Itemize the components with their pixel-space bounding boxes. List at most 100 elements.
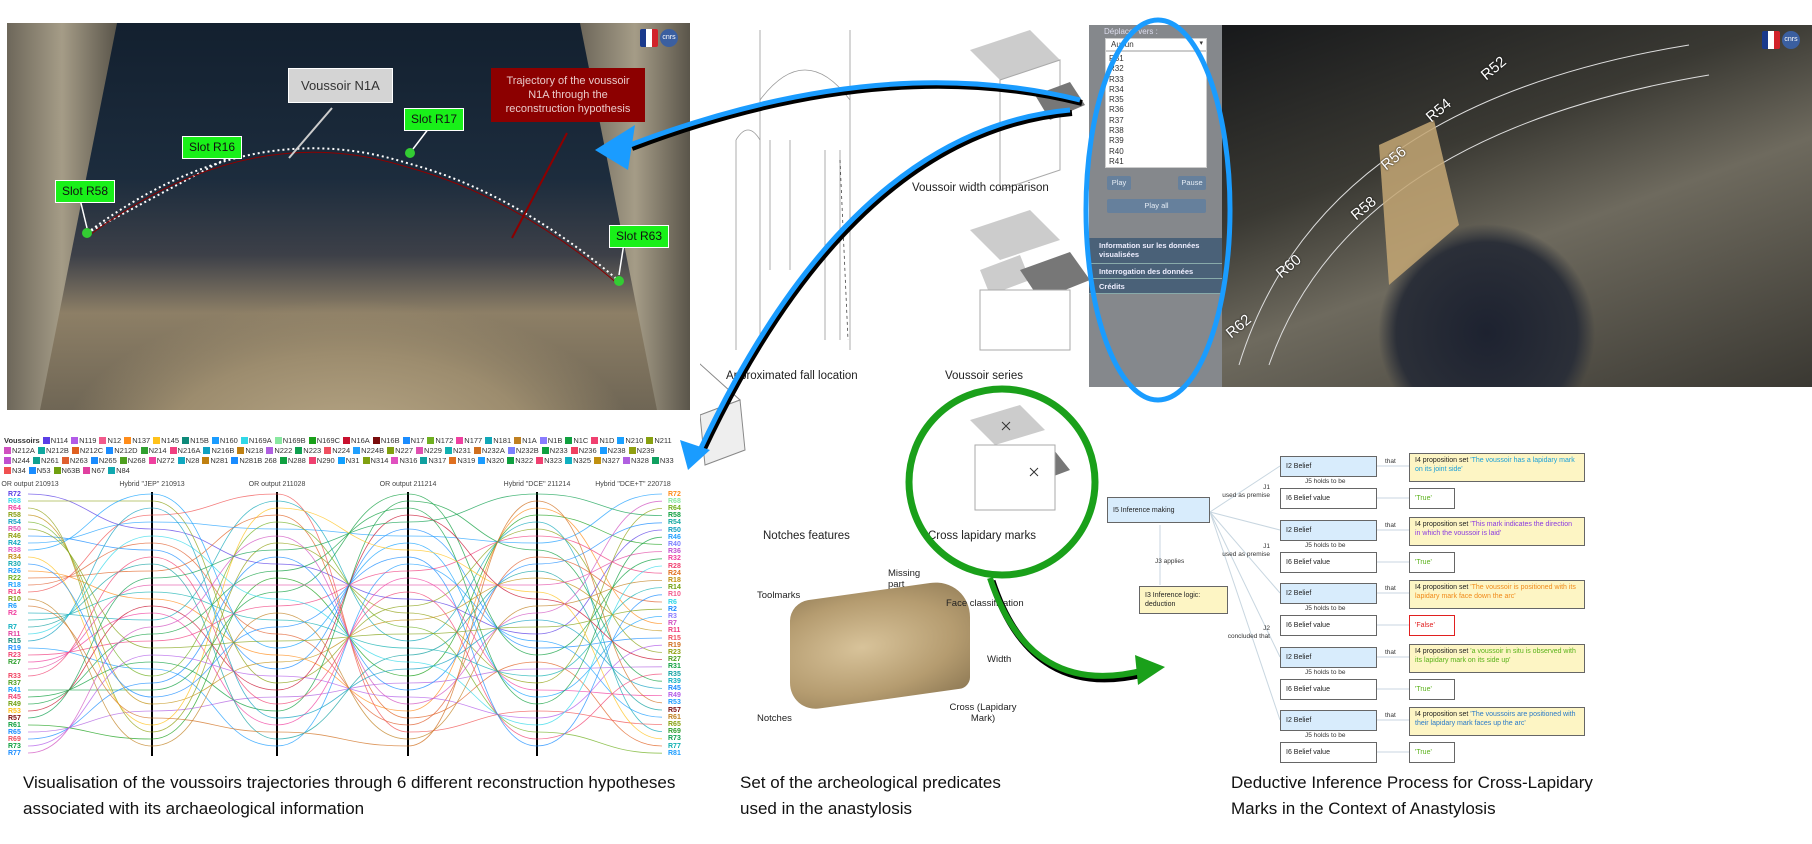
- slot-list-item[interactable]: R37: [1109, 115, 1124, 125]
- legend-label: N181: [493, 436, 512, 445]
- legend-item[interactable]: N322: [507, 456, 533, 466]
- legend-item[interactable]: N145: [153, 436, 179, 446]
- legend-item[interactable]: N212D: [106, 446, 138, 456]
- legend-item[interactable]: N216A: [169, 446, 200, 456]
- legend-swatch: [617, 437, 625, 444]
- legend-item[interactable]: N210: [617, 436, 643, 446]
- legend-item[interactable]: N233: [541, 446, 568, 456]
- slot-point: [614, 276, 624, 286]
- legend-item[interactable]: N34: [4, 466, 26, 476]
- slot-list-item[interactable]: R36: [1109, 105, 1124, 115]
- legend-item[interactable]: N31: [337, 456, 360, 466]
- legend-item[interactable]: N244: [4, 456, 30, 466]
- legend-item[interactable]: N281: [202, 456, 228, 466]
- slot-list-item[interactable]: R32: [1109, 64, 1124, 74]
- legend-item[interactable]: N317: [420, 456, 446, 466]
- legend-item[interactable]: N172: [427, 436, 453, 446]
- legend-item[interactable]: N319: [449, 456, 475, 466]
- legend-item[interactable]: N281B 268: [231, 456, 277, 466]
- legend-item[interactable]: N211: [646, 436, 672, 446]
- callout-line: [511, 132, 568, 239]
- legend-item[interactable]: N227: [387, 446, 413, 456]
- legend-item[interactable]: N323: [536, 456, 562, 466]
- slot-list-item[interactable]: R41: [1109, 156, 1124, 166]
- legend-item[interactable]: N181: [485, 436, 511, 446]
- legend-item[interactable]: N216B: [203, 446, 234, 456]
- slot-list-item[interactable]: R39: [1109, 136, 1124, 146]
- legend-item[interactable]: N316: [391, 456, 417, 466]
- pause-button[interactable]: Pause: [1178, 176, 1206, 190]
- play-all-button[interactable]: Play all: [1107, 199, 1206, 213]
- legend-item[interactable]: N33: [651, 456, 674, 466]
- slot-label-left: R73: [8, 742, 21, 750]
- legend-item[interactable]: N224B: [353, 446, 384, 456]
- menu-credits[interactable]: Crédits: [1089, 279, 1222, 294]
- legend-item[interactable]: N265: [90, 456, 117, 466]
- legend-item[interactable]: N212B: [37, 446, 69, 456]
- legend-item[interactable]: N229: [416, 446, 442, 456]
- legend-item[interactable]: N67: [83, 466, 105, 476]
- slot-point: [405, 148, 415, 158]
- legend-item[interactable]: N63B: [53, 466, 80, 476]
- legend-item[interactable]: N214: [140, 446, 167, 456]
- legend-item[interactable]: N218: [237, 446, 263, 456]
- legend-item[interactable]: N223: [295, 446, 321, 456]
- legend-item[interactable]: N325: [565, 456, 591, 466]
- legend-item[interactable]: N28: [177, 456, 199, 466]
- legend-item[interactable]: N1A: [514, 436, 537, 446]
- move-to-select[interactable]: Aucun: [1105, 38, 1207, 51]
- legend-item[interactable]: N290: [308, 456, 335, 466]
- legend-item[interactable]: N137: [124, 436, 150, 446]
- legend-item[interactable]: N119: [71, 436, 96, 446]
- legend-item[interactable]: N17: [402, 436, 424, 446]
- legend-item[interactable]: N212C: [71, 446, 103, 456]
- legend-item[interactable]: N16A: [343, 436, 370, 446]
- menu-data-info[interactable]: Information sur les données visualisées: [1089, 238, 1222, 264]
- legend-item[interactable]: N231: [444, 446, 471, 456]
- legend-item[interactable]: N272: [148, 456, 175, 466]
- slot-list-item[interactable]: R40: [1109, 146, 1124, 156]
- play-button[interactable]: Play: [1107, 176, 1131, 190]
- slot-list-item[interactable]: R31: [1109, 54, 1124, 63]
- legend-item[interactable]: N232B: [507, 446, 539, 456]
- legend-item[interactable]: N169C: [308, 436, 340, 446]
- legend-item[interactable]: N222: [266, 446, 292, 456]
- legend-item[interactable]: N16B: [372, 436, 400, 446]
- legend-item[interactable]: N268: [119, 456, 146, 466]
- trajectory-line: [27, 493, 663, 635]
- legend-label: N320: [486, 456, 505, 465]
- legend-item[interactable]: N1B: [539, 436, 562, 446]
- legend-item[interactable]: N84: [108, 466, 130, 476]
- legend-item[interactable]: N314: [362, 456, 388, 466]
- legend-item[interactable]: N328: [622, 456, 649, 466]
- slot-list-item[interactable]: R34: [1109, 84, 1124, 94]
- legend-item[interactable]: N169A: [240, 436, 272, 446]
- legend-item[interactable]: N169B: [274, 436, 306, 446]
- edge-label-j5: J5 holds to be: [1305, 732, 1346, 739]
- slot-list-item[interactable]: R33: [1109, 74, 1124, 84]
- legend-item[interactable]: N238: [599, 446, 626, 456]
- legend-item[interactable]: N15B: [182, 436, 209, 446]
- legend-item[interactable]: N53: [28, 466, 51, 476]
- legend-item[interactable]: N114: [42, 436, 68, 446]
- slot-label-right: R50: [668, 526, 681, 534]
- legend-item[interactable]: N327: [594, 456, 620, 466]
- legend-item[interactable]: N288: [279, 456, 306, 466]
- legend-item[interactable]: N236: [570, 446, 597, 456]
- legend-item[interactable]: N12: [99, 436, 121, 446]
- legend-item[interactable]: N232A: [473, 446, 505, 456]
- legend-item[interactable]: N224: [324, 446, 350, 456]
- legend-item[interactable]: N160: [211, 436, 238, 446]
- legend-item[interactable]: N212A: [4, 446, 35, 456]
- legend-item[interactable]: N239: [628, 446, 655, 456]
- slot-list-item[interactable]: R38: [1109, 126, 1124, 136]
- legend-item[interactable]: N261: [32, 456, 59, 466]
- legend-item[interactable]: N1C: [565, 436, 588, 446]
- legend-item[interactable]: N320: [478, 456, 504, 466]
- legend-item[interactable]: N177: [456, 436, 482, 446]
- legend-item[interactable]: N1D: [591, 436, 614, 446]
- legend-item[interactable]: N263: [61, 456, 88, 466]
- menu-data-query[interactable]: Interrogation des données: [1089, 264, 1222, 279]
- slot-list-item[interactable]: R35: [1109, 95, 1124, 105]
